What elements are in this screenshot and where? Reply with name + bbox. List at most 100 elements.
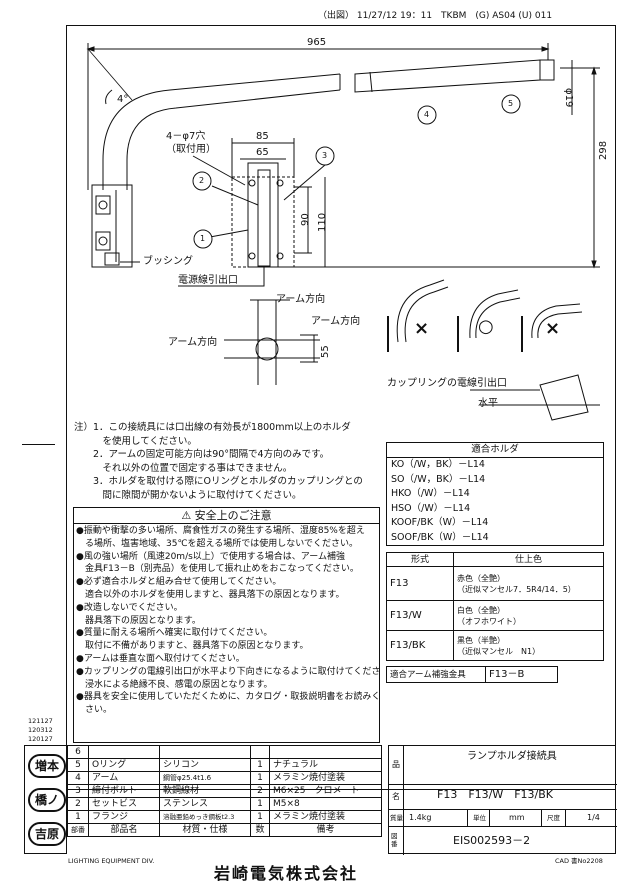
reinforcement-value: F13－B bbox=[485, 666, 558, 683]
part-material bbox=[159, 745, 251, 759]
holder-item: HSO（/W）－L14 bbox=[391, 502, 471, 514]
holder-item: SO（/W，BK）－L14 bbox=[391, 473, 486, 485]
parts-header-qty: 数 bbox=[250, 823, 270, 837]
print-info: （出図） 11/27/12 19：11 TKBM (G) AS04 (U) 01… bbox=[318, 11, 553, 21]
dim-angle: 4° bbox=[117, 94, 129, 105]
install-mark-bad-2: × bbox=[545, 318, 561, 339]
division-label: LIGHTING EQUIPMENT DIV. bbox=[68, 857, 155, 865]
approval-stamp: 増本 bbox=[28, 754, 66, 778]
balloon-4: 4 bbox=[424, 110, 430, 119]
title-product-label: 品 bbox=[392, 760, 400, 769]
parts-header-no: 部番 bbox=[67, 823, 89, 837]
note-line: 注）1．この接続具には口出線の有効長が1800mm以上のホルダ bbox=[74, 422, 351, 433]
part-note: ナチュラル bbox=[269, 758, 382, 772]
title-drawing-label: 図番 bbox=[391, 832, 398, 848]
safety-line: ●必ず適合ホルダと組み合せて使用してください。 bbox=[76, 577, 282, 588]
dim-height: 298 bbox=[598, 140, 609, 160]
finish-detail: （近似マンセル N1） bbox=[457, 646, 541, 656]
part-material: シリコン bbox=[159, 758, 251, 772]
part-qty: 1 bbox=[250, 810, 270, 824]
label-arm-direction-top: アーム方向 bbox=[276, 294, 326, 305]
mass-value: 1.4kg bbox=[409, 813, 432, 822]
notes: 注）1．この接続具には口出線の有効長が1800mm以上のホルダ を使用してくださ… bbox=[74, 421, 374, 502]
note-line: 2．アームの固定可能方向は90°間隔で4方向のみです。 bbox=[74, 449, 330, 460]
part-note: M6×25 クロメート bbox=[269, 784, 382, 798]
product-name: ランプホルダ接続具 bbox=[467, 751, 557, 762]
scale-value: 1/4 bbox=[587, 813, 600, 822]
part-material: 鋼管φ25.4t1.6 bbox=[159, 771, 251, 785]
cad-label: CAD 書No2208 bbox=[555, 857, 603, 865]
part-name: セットビス bbox=[88, 797, 160, 811]
part-material: ステンレス bbox=[159, 797, 251, 811]
title-block: 品 名 図番 ランプホルダ接続具 F13 F13/W F13/BK 質量 1.4… bbox=[388, 745, 617, 855]
safety-line: 適合以外のホルダを使用しますと、器具落下の原因となります。 bbox=[76, 589, 345, 600]
part-name: フランジ bbox=[88, 810, 160, 824]
part-note: M5×8 bbox=[269, 797, 382, 811]
holder-item: HKO（/W）－L14 bbox=[391, 488, 470, 499]
holders-table: 適合ホルダ KO（/W，BK）－L14 SO（/W，BK）－L14 HKO（/W… bbox=[386, 442, 604, 546]
approval-stamp: 吉原 bbox=[28, 822, 66, 846]
balloon-2: 2 bbox=[199, 176, 205, 185]
holder-item: SOOF/BK（W）－L14 bbox=[391, 531, 489, 543]
holder-item: KOOF/BK（W）－L14 bbox=[391, 517, 489, 528]
balloon-5: 5 bbox=[508, 99, 514, 108]
note-line: 3．ホルダを取付ける際にOリングとホルダのカップリングとの bbox=[74, 476, 363, 487]
scale-label: 尺度 bbox=[547, 814, 560, 822]
safety-line: 浸水による絶縁不良、感電の原因となります。 bbox=[76, 679, 273, 690]
finish-color: 白色（全艶） bbox=[457, 605, 505, 615]
dim-height-90: 90 bbox=[300, 213, 311, 226]
part-material: 溶融亜鉛めっき鋼板t2.3 bbox=[159, 810, 251, 824]
install-mark-bad-1: × bbox=[414, 318, 430, 339]
title-name-label: 名 bbox=[392, 792, 400, 801]
safety-line: 金具F13－B（別売品）を使用して振れ止めをおこなってください。 bbox=[76, 564, 359, 575]
label-horizontal: 水平 bbox=[478, 398, 498, 409]
revision-number: 120127 bbox=[28, 735, 53, 743]
unit-value: mm bbox=[509, 813, 525, 822]
part-name: 締付ボルト bbox=[88, 784, 160, 798]
dim-holes-note: （取付用） bbox=[166, 144, 216, 155]
note-line: を使用してください。 bbox=[74, 435, 197, 447]
holders-title: 適合ホルダ bbox=[387, 443, 603, 458]
label-arm-direction-right: アーム方向 bbox=[311, 316, 361, 327]
safety-line: さい。 bbox=[76, 705, 113, 716]
revision-number: 121127 bbox=[28, 717, 53, 725]
dim-width-65: 65 bbox=[256, 147, 269, 158]
dim-width-85: 85 bbox=[256, 131, 269, 142]
dim-height-110: 110 bbox=[317, 212, 328, 232]
mass-label: 質量 bbox=[390, 814, 403, 822]
part-no: 3 bbox=[67, 784, 89, 798]
approval-stamp: 橋ノ bbox=[28, 788, 66, 812]
reinforcement-table: 適合アーム補強金具 F13－B bbox=[386, 666, 558, 683]
safety-line: ●カップリングの電線引出口が水平より下向きになるように取付けてください。 bbox=[76, 666, 379, 677]
finish-model: F13 bbox=[386, 566, 454, 601]
safety-line: ●器具を安全に使用していただくために、カタログ・取扱説明書をお読みくだ bbox=[76, 692, 379, 703]
label-cable-outlet: 電源線引出口 bbox=[178, 275, 238, 286]
product-models: F13 F13/W F13/BK bbox=[437, 788, 554, 801]
finish-detail: （オフホワイト） bbox=[457, 616, 521, 626]
part-material: 軟鋼線材 bbox=[159, 784, 251, 798]
part-name: アーム bbox=[88, 771, 160, 785]
safety-line: ●アームは垂直な面へ取付けてください。 bbox=[76, 653, 245, 664]
finish-detail: （近似マンセル7．5R4/14．5） bbox=[457, 584, 576, 594]
safety-box: ⚠ 安全上のご注意 ●振動や衝撃の多い場所、腐食性ガスの発生する場所、湿度85%… bbox=[73, 507, 380, 743]
note-line: それ以外の位置で固定する事はできません。 bbox=[74, 462, 293, 474]
part-qty: 1 bbox=[250, 758, 270, 772]
balloon-1: 1 bbox=[200, 234, 206, 243]
part-name: Oリング bbox=[88, 758, 160, 772]
revision-number: 120312 bbox=[28, 726, 53, 734]
drawing-number: EIS002593－2 bbox=[453, 834, 531, 847]
finish-model: F13/W bbox=[386, 600, 454, 631]
part-qty: 2 bbox=[250, 784, 270, 798]
finish-header-color: 仕上色 bbox=[453, 552, 604, 567]
dim-total-length: 965 bbox=[307, 37, 327, 48]
part-no: 6 bbox=[67, 745, 89, 759]
part-no: 4 bbox=[67, 771, 89, 785]
part-no: 1 bbox=[67, 810, 89, 824]
dim-holes: 4－φ7穴 bbox=[166, 131, 206, 142]
install-mark-good: ○ bbox=[478, 316, 494, 337]
balloon-3: 3 bbox=[322, 151, 328, 160]
finish-table: 形式 仕上色 F13 赤色（全艶）（近似マンセル7．5R4/14．5） F13/… bbox=[386, 552, 604, 661]
parts-header-note: 備考 bbox=[269, 823, 382, 837]
label-bushing: ブッシング bbox=[143, 256, 193, 267]
